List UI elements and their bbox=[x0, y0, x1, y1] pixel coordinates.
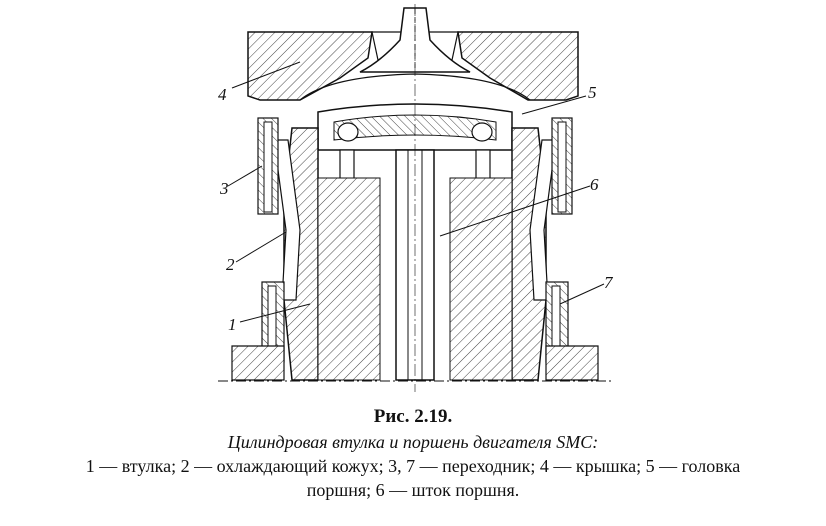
upper-adapter bbox=[257, 117, 573, 215]
caption-legend-line-1: 1 — втулка; 2 — охлаждающий кожух; 3, 7 … bbox=[85, 456, 741, 476]
caption-subtitle: Цилиндровая втулка и поршень двигателя S… bbox=[227, 432, 599, 452]
callout-4: 4 bbox=[218, 85, 227, 104]
callout-3: 3 bbox=[219, 179, 229, 198]
engine-cross-section-drawing: 1 2 3 4 5 6 7 bbox=[218, 4, 614, 392]
leader-lines bbox=[227, 61, 605, 323]
callout-2: 2 bbox=[226, 255, 235, 274]
callout-5: 5 bbox=[588, 83, 597, 102]
callout-7: 7 bbox=[604, 273, 614, 292]
lower-adapter bbox=[261, 281, 569, 363]
caption-title: Рис. 2.19. bbox=[373, 406, 453, 427]
figure-caption: Рис. 2.19. Цилиндровая втулка и поршень … bbox=[0, 404, 826, 502]
callout-1: 1 bbox=[228, 315, 237, 334]
callout-6: 6 bbox=[590, 175, 599, 194]
cooling-jacket bbox=[273, 139, 557, 301]
engine-frame bbox=[218, 345, 612, 382]
caption-legend-line-2: поршня; 6 — шток поршня. bbox=[306, 480, 520, 500]
